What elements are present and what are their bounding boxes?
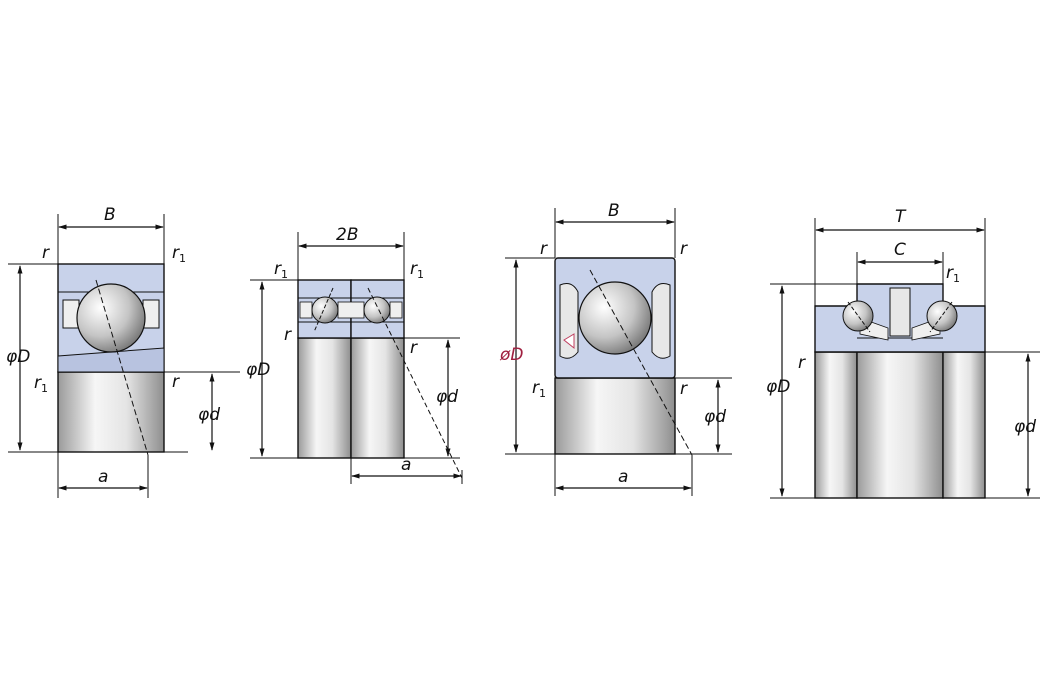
label-a: a	[618, 467, 628, 487]
label-2B: 2B	[336, 225, 358, 245]
bore-body-center	[856, 351, 944, 499]
label-r-top-left: r	[42, 243, 50, 263]
bore-body-right	[350, 337, 405, 459]
label-r-side: r	[284, 325, 292, 345]
diagram-single-row: B r r1 φD r1 r φd a	[6, 205, 240, 498]
label-r1-right: r1	[946, 263, 960, 285]
label-r1-top-right: r1	[172, 243, 186, 265]
seal-left	[559, 283, 579, 359]
ball-left	[842, 300, 874, 332]
label-phid: φd	[198, 405, 220, 425]
diagram-duplex: 2B r1 r1 r φD r φd a	[246, 225, 463, 484]
label-phid: φd	[704, 407, 726, 427]
label-a: a	[98, 467, 108, 487]
diagram-sealed: B r r øD r1 r φd a	[499, 201, 732, 496]
label-phiD: φD	[766, 377, 790, 397]
label-r-left: r	[798, 353, 806, 373]
label-C: C	[894, 240, 906, 260]
label-phiD: φD	[246, 360, 270, 380]
seal-right	[651, 283, 671, 359]
label-phid: φd	[436, 387, 458, 407]
bore-body-left	[814, 351, 858, 499]
ball	[578, 281, 652, 355]
diagram-thrust: T C r1 r φD φd	[766, 207, 1040, 499]
label-r1-bottom-left: r1	[34, 373, 48, 395]
label-r-inner: r	[680, 379, 688, 399]
label-T: T	[895, 207, 907, 227]
label-a: a	[401, 455, 411, 475]
label-phid: φd	[1014, 417, 1036, 437]
ball	[76, 283, 146, 353]
label-r1-bottom-left: r1	[532, 378, 546, 400]
ball-right	[363, 296, 391, 324]
bore-body-right	[942, 351, 986, 499]
label-B: B	[608, 201, 620, 221]
label-B: B	[104, 205, 116, 225]
label-r1-top-left: r1	[274, 259, 288, 281]
label-r1-top-right: r1	[410, 259, 424, 281]
label-r-top-left: r	[540, 239, 548, 259]
cage-right	[142, 299, 160, 329]
ball-right	[926, 300, 958, 332]
label-r-inner: r	[172, 372, 180, 392]
label-phiD: øD	[499, 345, 524, 365]
ball-left	[311, 296, 339, 324]
label-r-inner: r	[410, 338, 418, 358]
bore-body	[554, 377, 676, 455]
spacer	[889, 287, 911, 337]
label-phiD: φD	[6, 347, 30, 367]
bore-body	[57, 371, 165, 453]
cage-left	[62, 299, 80, 329]
bore-body-left	[297, 337, 352, 459]
label-r-top-right: r	[680, 239, 688, 259]
